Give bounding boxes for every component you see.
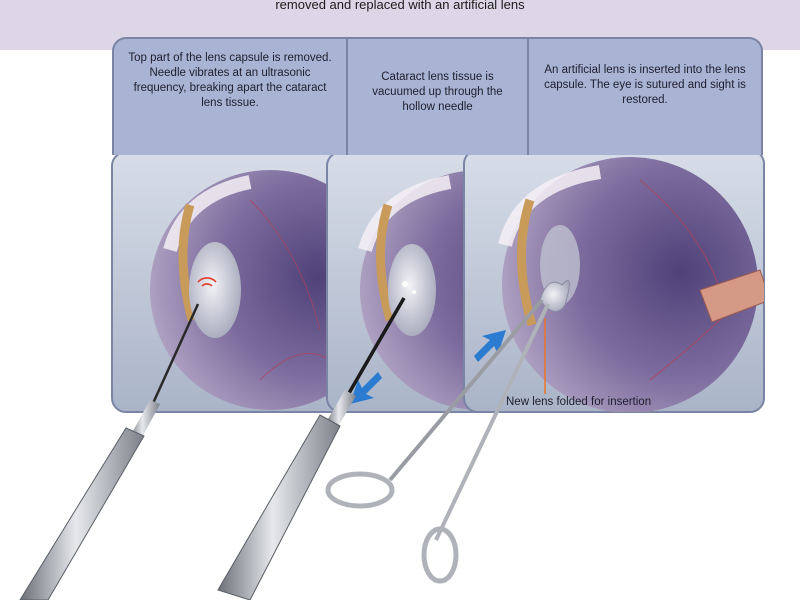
optic-nerve [699, 269, 764, 323]
caption-panel-3: An artificial lens is inserted into the … [527, 37, 763, 155]
eye-2 [360, 170, 477, 410]
forceps [325, 298, 550, 584]
ultrasonic-waves-icon [197, 277, 217, 287]
new-lens-label: New lens folded for insertion [506, 396, 652, 408]
instrument-1 [19, 303, 200, 600]
caption-panel-1: Top part of the lens capsule is removed.… [112, 37, 348, 155]
panel-3-scene [463, 149, 765, 413]
lens-1 [189, 242, 241, 338]
caption-panel-2: Cataract lens tissue is vacuumed up thro… [346, 37, 529, 155]
header-title: removed and replaced with an artificial … [275, 0, 525, 12]
instrument-2 [217, 297, 406, 600]
caption-2: Cataract lens tissue is vacuumed up thro… [372, 71, 503, 113]
panel-2-scene [326, 151, 493, 413]
lens-2 [388, 244, 436, 336]
caption-3: An artificial lens is inserted into the … [544, 64, 746, 106]
caption-1: Top part of the lens capsule is removed.… [128, 52, 332, 109]
eye-3 [502, 157, 758, 412]
folded-lens [539, 280, 570, 312]
